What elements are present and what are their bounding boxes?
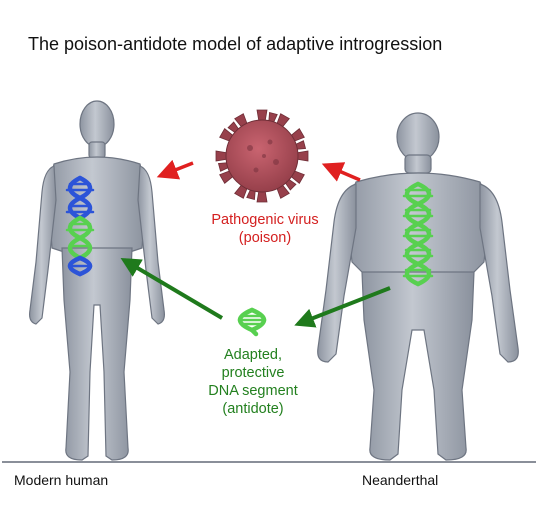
antidote-to-modern-human-arrow — [120, 257, 224, 320]
modern-human-figure — [29, 100, 165, 461]
antidote-label-line3: DNA segment — [208, 383, 298, 399]
antidote-label-line4: (antidote) — [222, 401, 284, 417]
virus-label-line2: (poison) — [238, 230, 292, 246]
virus-label-line1: Pathogenic virus — [211, 212, 319, 228]
antidote-label-line1: Adapted, — [223, 347, 283, 363]
neanderthal-dna-helix — [402, 181, 434, 287]
modern-human-dna-blue-segment — [65, 175, 95, 221]
virus-to-neanderthal-arrow — [321, 162, 361, 182]
antidote-label: Adapted, protective DNA segment (antidot… — [178, 346, 328, 418]
neanderthal-to-antidote-arrow — [294, 286, 391, 328]
antidote-label-line2: protective — [221, 365, 285, 381]
virus-to-modern-human-arrow — [156, 159, 194, 180]
neanderthal-figure — [317, 112, 519, 461]
neanderthal-label: Neanderthal — [362, 472, 439, 488]
virus-label: Pathogenic virus (poison) — [175, 211, 355, 247]
modern-human-label: Modern human — [14, 472, 109, 488]
virus-icon — [215, 109, 309, 203]
antidote-dna-segment-icon — [237, 307, 267, 337]
diagram-title: The poison-antidote model of adaptive in… — [28, 34, 443, 54]
modern-human-dna-green-segment — [65, 215, 95, 261]
modern-human-dna-helix — [65, 175, 95, 277]
